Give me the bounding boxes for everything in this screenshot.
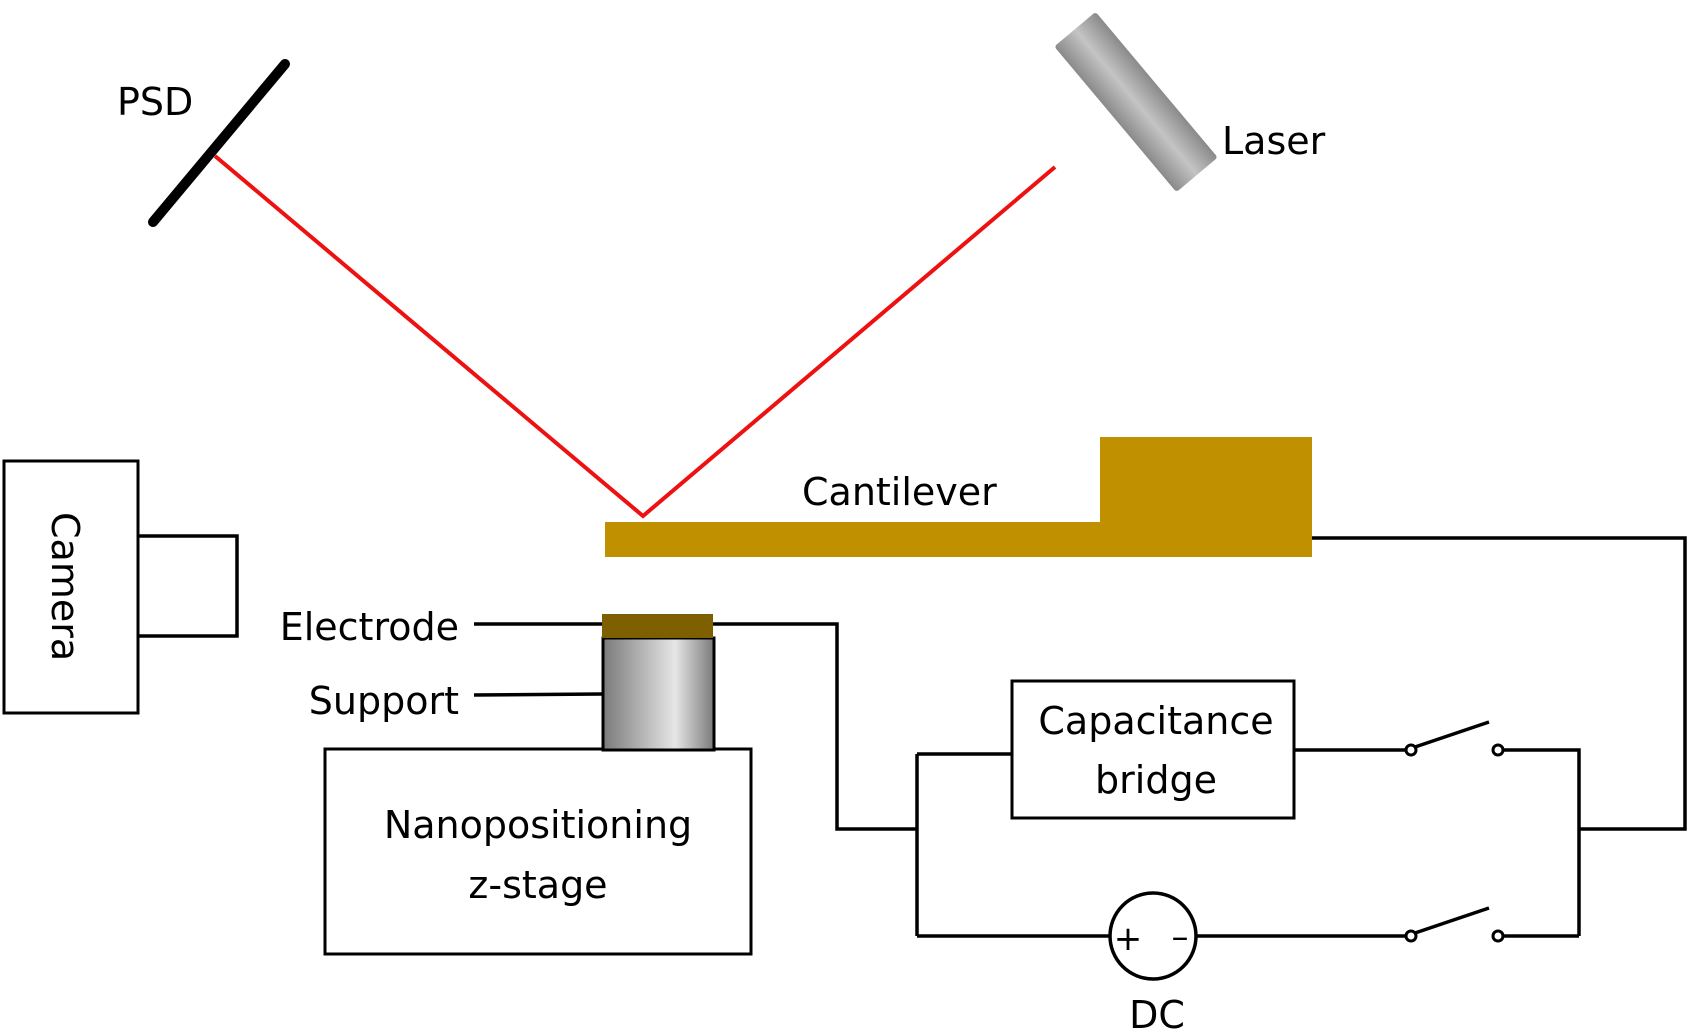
cantilever-chip [1100, 437, 1312, 523]
laser-source [1055, 13, 1217, 191]
cantilever-return-wire [1312, 536, 1687, 831]
support-label: Support [309, 679, 459, 723]
camera-body [2, 459, 140, 715]
dc-source: + – [1108, 891, 1198, 981]
switch-bridge [1404, 720, 1505, 757]
dc-plus-icon: + [1114, 919, 1143, 959]
nanopositioning-stage [323, 747, 753, 956]
psd-detector [148, 59, 290, 227]
stage-label-line1: Nanopositioning [384, 803, 692, 847]
laser-label: Laser [1222, 119, 1326, 163]
stage-label-line2: z-stage [468, 863, 607, 907]
dc-minus-icon: – [1172, 917, 1189, 957]
laser-beam [213, 154, 1057, 519]
switch-dc [1404, 906, 1505, 943]
bridge-label-line2: bridge [1095, 758, 1217, 802]
psd-label: PSD [117, 80, 193, 124]
electrode-label: Electrode [280, 605, 459, 649]
capacitance-bridge [1010, 679, 1296, 820]
support-leader [473, 692, 603, 697]
electrode-wire [713, 622, 917, 831]
switch1-out-wire [1503, 748, 1581, 936]
cantilever-beam [605, 522, 1312, 557]
camera-lens [138, 534, 239, 638]
electrode-plate [602, 614, 713, 638]
cantilever-label: Cantilever [802, 470, 997, 514]
dc-label: DC [1129, 993, 1185, 1032]
support-block [601, 636, 716, 752]
camera-label: Camera [43, 512, 87, 661]
bridge-label-line1: Capacitance [1038, 699, 1273, 743]
